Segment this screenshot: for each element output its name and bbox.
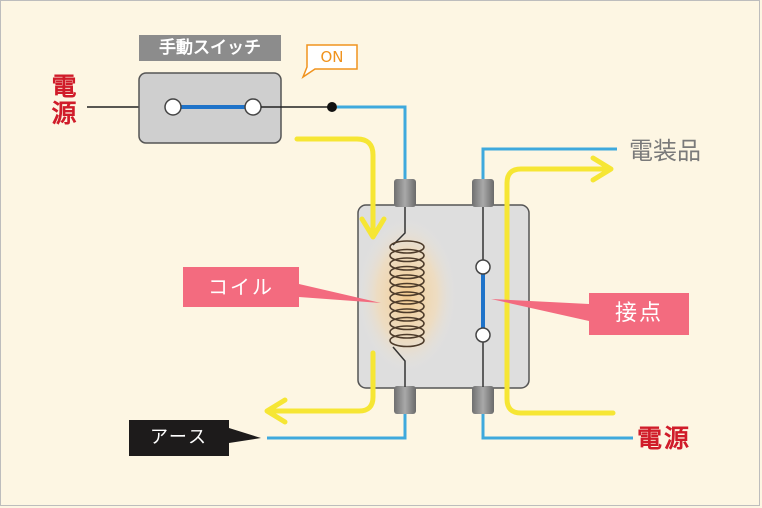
coil-turn [389, 325, 425, 339]
terminal-top-right [472, 179, 494, 207]
coil-earth-wire [267, 413, 407, 440]
coil-windings [389, 240, 425, 348]
switch-terminal-left [164, 98, 182, 116]
contact-point-bottom [475, 327, 491, 343]
current-arrow-load [504, 166, 616, 416]
earth-callout [129, 420, 261, 456]
power-label-right: 電源 [637, 424, 692, 453]
power-right-wire [481, 413, 633, 440]
coil-turn [389, 316, 425, 331]
coil-turn [389, 240, 425, 254]
current-arrow-in [294, 136, 376, 236]
coil-label: コイル [208, 275, 274, 299]
coil-turn [389, 265, 425, 280]
coil-turn [389, 282, 425, 297]
coil-lead-bottom [392, 346, 406, 387]
switch-title: 手動スイッチ [139, 35, 281, 61]
coil-turn [389, 257, 425, 271]
coil-turn [389, 248, 425, 263]
current-arrow-out [268, 350, 376, 414]
coil-turn [389, 333, 425, 348]
current-arrow-in-head [359, 216, 387, 240]
coil-turn [389, 308, 425, 322]
contact-callout [491, 293, 689, 335]
power-label-left: 電源 [48, 73, 77, 127]
terminal-top-left [394, 179, 416, 207]
switch-terminal-right [244, 98, 262, 116]
coil-turn [389, 274, 425, 288]
contact-point-top [475, 259, 491, 275]
coil-turn [389, 291, 425, 305]
earth-label: アース [149, 427, 209, 448]
current-arrow-load-head [590, 155, 614, 183]
contact-label: 接点 [614, 301, 663, 326]
coil-turn [389, 299, 425, 314]
coil-feed-wire [337, 105, 407, 183]
on-bubble [301, 44, 358, 79]
on-label: ON [320, 48, 344, 66]
terminal-bottom-left [394, 386, 416, 414]
junction-dot [327, 102, 337, 112]
current-arrow-out-head [264, 397, 288, 425]
coil-callout [183, 267, 381, 307]
equipment-label: 電装品 [629, 137, 701, 165]
coil-lead-top [392, 207, 406, 246]
equipment-wire [481, 147, 617, 183]
terminal-bottom-right [472, 386, 494, 414]
